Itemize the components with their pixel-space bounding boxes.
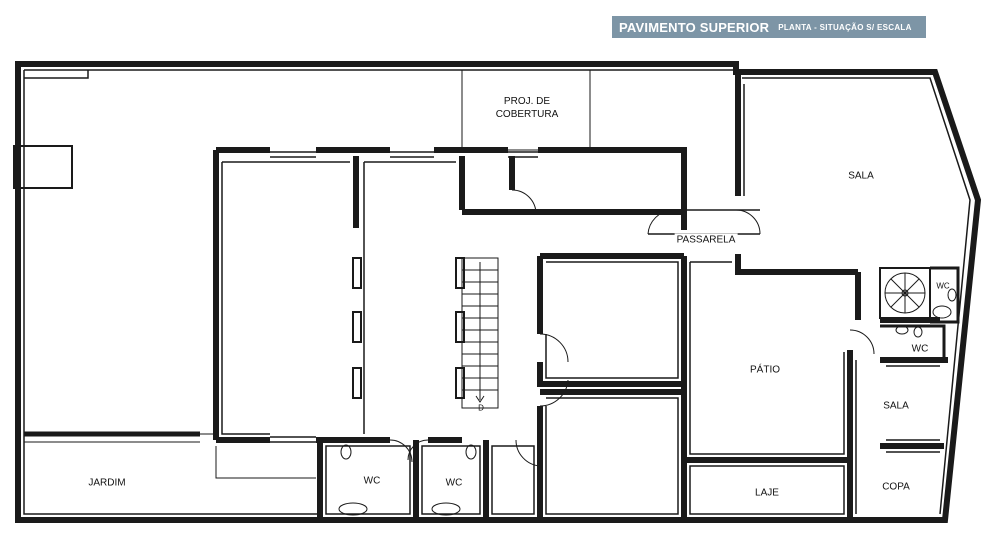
plan-subtitle: PLANTA - SITUAÇÃO S/ ESCALA [778,22,912,32]
right-section-walls [686,70,948,520]
label-copa: COPA [882,481,910,493]
spiral-staircase [879,267,931,319]
outer-wall-inner-line [23,69,971,515]
middle-rooms-inner-lines [545,261,679,515]
label-jardim: JARDIM [88,477,126,489]
window-lines [221,151,538,443]
small-wc-fixtures [895,288,957,338]
label-wc-right: WC [445,477,463,489]
label-wc-small-2: WC [911,343,929,355]
interior-pillars [352,257,465,399]
label-patio: PÁTIO [749,364,781,376]
wc-fixtures [338,444,477,516]
central-block-walls [213,147,687,443]
wc-block-inner-lines [325,445,535,515]
label-proj-cobertura-line2: COBERTURA [495,109,559,120]
label-sala-main: SALA [848,170,874,182]
label-proj-cobertura: PROJ. DE COBERTURA [494,95,561,121]
plan-title-banner: PAVIMENTO SUPERIOR PLANTA - SITUAÇÃO S/ … [612,16,926,38]
middle-rooms-walls [537,253,687,520]
left-protrusion [13,145,73,189]
label-stair-direction: D [478,403,484,413]
label-wc-small-1: WC [936,281,950,291]
plan-title: PAVIMENTO SUPERIOR [619,19,770,35]
jardim-inner-lines [24,433,316,479]
label-laje: LAJE [755,487,779,499]
wc-block-walls [317,440,489,520]
outer-walls [15,61,982,523]
right-section-inner-lines [689,84,940,515]
staircase [461,257,499,409]
label-proj-cobertura-line1: PROJ. DE [503,96,551,107]
label-sala-small: SALA [883,400,909,412]
label-passarela: PASSARELA [674,233,738,247]
label-wc-left: WC [363,475,381,487]
